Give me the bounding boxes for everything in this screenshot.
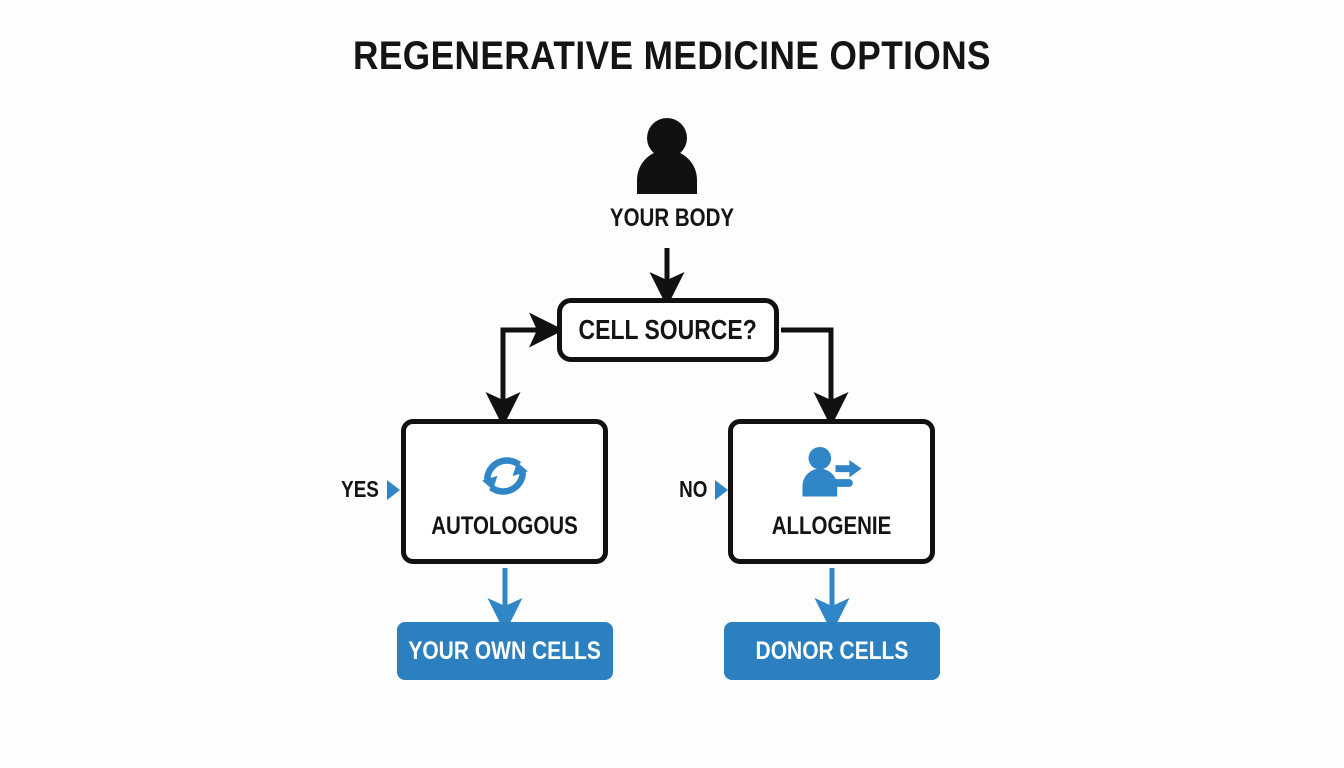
- branch-node-allogenie[interactable]: ALLOGENIE: [728, 419, 935, 564]
- recycle-arrows-icon: [481, 457, 528, 495]
- page-title: REGENERATIVE MEDICINE OPTIONS: [353, 34, 991, 78]
- branch-label-autologous: AUTOLOGOUS: [431, 512, 578, 540]
- outcome-pill-your-own-cells[interactable]: YOUR OWN CELLS: [397, 622, 613, 680]
- branch-label-allogenie: ALLOGENIE: [771, 512, 892, 540]
- branch-marker-no: NO: [676, 476, 728, 503]
- decision-node[interactable]: CELL SOURCE?: [557, 298, 779, 362]
- triangle-right-icon: [714, 479, 728, 500]
- outcome-pill-donor-cells[interactable]: DONOR CELLS: [724, 622, 940, 680]
- donor-person-icon: [801, 446, 862, 497]
- branch-marker-yes: YES: [337, 476, 401, 503]
- outcome-label-donor-cells: DONOR CELLS: [755, 636, 909, 665]
- arrow-decision-to-allogenie: [781, 327, 849, 427]
- donor-person-icon-wrap: [733, 446, 930, 500]
- triangle-right-icon: [387, 479, 401, 500]
- decision-label: CELL SOURCE?: [578, 314, 758, 345]
- branch-marker-no-label: NO: [679, 476, 708, 502]
- recycle-arrows-icon-wrap: [406, 446, 603, 506]
- outcome-label-your-own-cells: YOUR OWN CELLS: [408, 636, 602, 665]
- branch-node-autologous[interactable]: AUTOLOGOUS: [401, 419, 608, 564]
- arrow-left-rail-into-decision: [500, 312, 564, 403]
- source-label: YOUR BODY: [609, 204, 735, 232]
- person-icon: [637, 118, 697, 194]
- branch-marker-yes-label: YES: [341, 476, 379, 502]
